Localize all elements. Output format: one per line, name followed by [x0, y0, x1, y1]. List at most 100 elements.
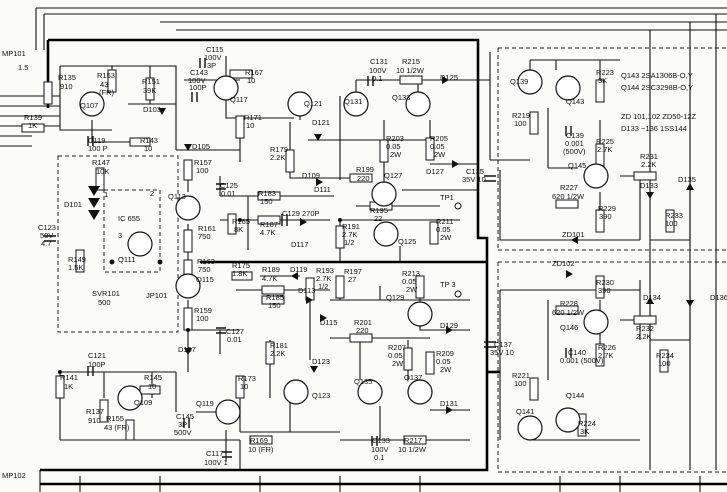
lbl-ic655: IC 655: [118, 214, 140, 223]
diode-d133: [646, 192, 654, 199]
diode-d103: [158, 108, 166, 115]
lbl-r183v: 150: [260, 197, 273, 206]
lbl-r151: R151: [142, 77, 160, 86]
lbl-r171v: 10: [246, 121, 254, 130]
lbl-r209a: 0.05: [436, 357, 451, 366]
transistor-q123: [283, 379, 309, 405]
resistor-r159: [183, 307, 193, 331]
lbl-r233v: 100: [665, 219, 678, 228]
diode-d101c: [88, 210, 100, 220]
diode-d115: [320, 314, 327, 322]
lbl-r155v: 43 (FR): [104, 423, 130, 432]
lbl-r145v: 10: [148, 382, 156, 391]
resistor-r207: [403, 347, 413, 371]
lbl-r143: R143: [140, 136, 158, 145]
lbl-r193b: 1/2: [318, 282, 328, 291]
lbl-q123: Q123: [312, 391, 330, 400]
lbl-r223v: 3K: [598, 76, 607, 85]
resistor-r219: [529, 111, 539, 135]
lbl-tp3: TP 3: [440, 280, 456, 289]
lbl-c115b: 3P: [207, 61, 216, 70]
transistor-q145: [583, 163, 609, 189]
resistor-r147: [95, 167, 105, 191]
lbl-r228: R228: [560, 299, 578, 308]
lbl-d129: D129: [440, 321, 458, 330]
lbl-r143v: 10: [144, 144, 152, 153]
resistors: [21, 69, 675, 445]
lbl-q115: Q115: [196, 275, 214, 284]
lbl-c127v: 0.01: [227, 335, 242, 344]
lbl-r153f: (FR): [99, 88, 114, 97]
junction-dot: [109, 259, 115, 265]
lbl-r175v: 1.8K: [232, 269, 247, 278]
lbl-c145: C145: [176, 412, 194, 421]
lbl-r135v: 910: [60, 82, 73, 91]
lbl-pin2: 2: [150, 189, 154, 198]
resistor-r179: [285, 149, 295, 173]
lbl-r227v: 620 1/2W: [552, 192, 585, 201]
module-outlines: [57, 47, 727, 473]
lbl-r217v: 10 1/2W: [398, 445, 427, 454]
lbl-c117v: 100V 1: [204, 458, 228, 467]
lbl-c145a: 3P: [178, 420, 187, 429]
lbl-c127: C127: [226, 327, 244, 336]
lbl-r221: R221: [512, 371, 530, 380]
lbl-note4: D133 ~136 1SS144: [621, 124, 687, 133]
transistor-q143: [555, 75, 581, 101]
diode-zd102: [566, 270, 573, 278]
lbl-r147: R147: [92, 158, 110, 167]
lbl-r203: R203: [386, 134, 404, 143]
diode-d136: [686, 300, 694, 307]
lbl-r167v: 10: [247, 76, 255, 85]
lbl-r207b: 2W: [392, 359, 404, 368]
diodes: [88, 76, 694, 414]
lbl-r163v: 750: [198, 265, 211, 274]
lbl-d119: D119: [290, 265, 307, 274]
lbl-d115: D115: [320, 318, 337, 327]
lbl-r191b: 1/2: [344, 238, 354, 247]
capacitor-c137: [484, 341, 496, 348]
lbl-r234v: 100: [658, 359, 671, 368]
lbl-r159v: 100: [196, 314, 209, 323]
lbl-r163: R163: [197, 257, 215, 266]
capacitor-c127: [216, 327, 226, 334]
lbl-r215v: 10 1/2W: [396, 66, 425, 75]
lbl-r149: R149: [68, 255, 86, 264]
lbl-q111: Q111: [118, 255, 135, 264]
lbl-c135: C135: [466, 167, 484, 176]
lbl-r233: R233: [665, 211, 683, 220]
lbl-r199: R199: [356, 165, 374, 174]
lbl-r191: R191: [342, 222, 360, 231]
capacitor-c145: [183, 418, 190, 428]
resistor-r221: [529, 377, 539, 401]
lbl-r161: R161: [198, 224, 216, 233]
lbl-d123: D123: [312, 357, 330, 366]
resistor-r197: [335, 275, 345, 299]
lbl-d107: D107: [178, 345, 196, 354]
resistor-r211: [429, 221, 439, 245]
capacitor-c140: [565, 348, 572, 358]
lbl-c140: C140: [568, 348, 586, 357]
junction-dot: [157, 259, 163, 265]
lbl-r141: R141: [60, 373, 78, 382]
lbl-c123: C123: [38, 223, 56, 232]
capacitor-c143: [191, 92, 198, 102]
diode-d101a: [88, 186, 100, 196]
lbl-q144: Q144: [566, 391, 584, 400]
lbl-d109: D109: [302, 171, 320, 180]
lbl-d117: D117: [291, 240, 308, 249]
capacitor-c115: [199, 58, 206, 68]
lbl-q135: Q135: [354, 377, 372, 386]
lbl-r219v: 100: [514, 119, 527, 128]
lbl-c121v: 100P: [88, 360, 106, 369]
transistor-q135: [357, 379, 383, 405]
lbl-c143: C143: [190, 68, 208, 77]
lbl-jp101: JP101: [146, 291, 167, 300]
resistor-r229: [595, 209, 605, 233]
lbl-r191a: 2.7K: [342, 230, 357, 239]
resistor-r183: [257, 191, 281, 201]
lbl-r165v: 8K: [234, 225, 243, 234]
lbl-c131: C131: [370, 57, 388, 66]
lbl-r226v: 2.7K: [598, 351, 613, 360]
resistor-r209: [425, 351, 435, 375]
